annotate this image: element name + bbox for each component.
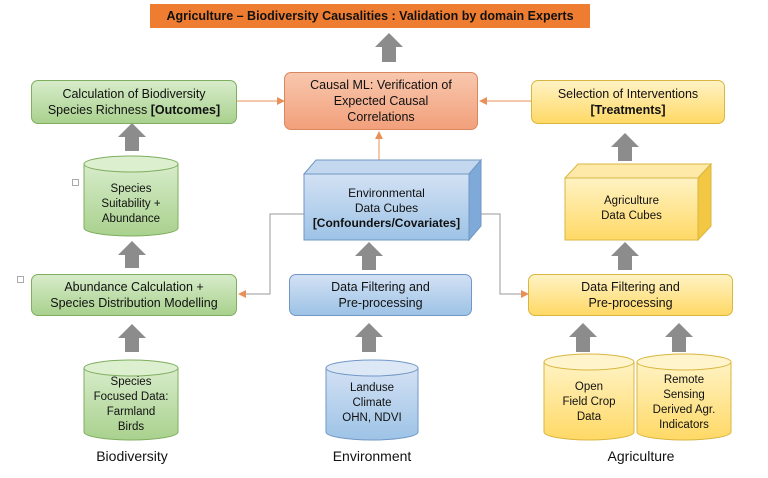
field-crop-line3: Data [576, 410, 602, 423]
env-data-line2: Climate [352, 396, 392, 409]
biodiversity-label: Biodiversity [96, 448, 168, 464]
env-filter-box: Data Filtering and Pre-processing [289, 274, 472, 316]
remote-line3: Derived Agr. [652, 404, 716, 416]
field-crop-line2: Field Crop [562, 395, 616, 408]
agr-filter-box: Data Filtering and Pre-processing [528, 274, 733, 316]
up-arrow-title [375, 33, 403, 62]
agr-cube-line1: Agriculture [604, 195, 659, 207]
field-crop-cylinder [543, 353, 635, 441]
field-crop-text: Open Field Crop Data [544, 376, 634, 428]
gray-connectors [238, 213, 529, 298]
remote-sensing-text: Remote Sensing Derived Agr. Indicators [637, 372, 731, 434]
species-data-line4: Birds [117, 421, 145, 433]
outcomes-line2: Species Richness [Outcomes] [48, 102, 220, 118]
environmental-data-cube [302, 158, 483, 242]
species-data-text: Species Focused Data: Farmland Birds [84, 374, 178, 436]
species-data-line1: Species [110, 376, 152, 388]
abundance-line2: Species Distribution Modelling [50, 296, 218, 310]
up-arrow-env-2 [355, 323, 383, 352]
up-arrow-agr-4 [665, 323, 693, 352]
outcomes-bold: [Outcomes] [150, 103, 221, 117]
agr-filter-line2: Pre-processing [588, 296, 673, 310]
treatments-line1: Selection of Interventions [557, 87, 699, 101]
agr-cube-line2: Data Cubes [601, 210, 662, 222]
env-cube-line2: Data Cubes [354, 200, 419, 215]
causal-ml-box: Causal ML: Verification of Expected Caus… [284, 72, 478, 130]
env-cube-line1: Environmental [348, 185, 425, 200]
remote-line2: Sensing [663, 389, 705, 401]
outcomes-line1: Calculation of Biodiversity [62, 87, 206, 101]
env-data-cylinder [325, 359, 419, 441]
suitability-text: Species Suitability + Abundance [84, 176, 178, 232]
environment-label: Environment [332, 448, 412, 464]
species-data-line2: Focused Data: [93, 391, 169, 403]
causal-ml-line2: Expected Causal [333, 94, 429, 108]
handle-square-2 [17, 276, 24, 283]
field-crop-line1: Open [574, 380, 604, 393]
env-cube-bold: [Confounders/Covariates] [312, 215, 461, 230]
treatments-box: Selection of Interventions [Treatments] [531, 80, 725, 124]
env-data-line1: Landuse [349, 381, 395, 394]
up-arrow-agr-2 [611, 242, 639, 270]
gray-up-arrows [118, 33, 693, 352]
suitability-line1: Species [110, 182, 152, 195]
treatments-bold: [Treatments] [590, 103, 666, 117]
agriculture-label: Agriculture [607, 448, 675, 464]
suitability-cylinder [83, 155, 179, 237]
up-arrow-bio-2 [118, 241, 146, 268]
up-arrow-agr-1 [611, 133, 639, 161]
agr-filter-line1: Data Filtering and [581, 280, 680, 294]
remote-line4: Indicators [659, 419, 709, 431]
env-data-text: Landuse Climate OHN, NDVI [326, 378, 418, 428]
remote-line1: Remote [663, 374, 705, 386]
remote-sensing-cylinder [636, 353, 732, 441]
up-arrow-bio-1 [118, 123, 146, 151]
up-arrow-bio-3 [118, 324, 146, 352]
agriculture-data-cube [563, 162, 713, 242]
env-data-line3: OHN, NDVI [342, 411, 402, 424]
handle-square-1 [72, 179, 79, 186]
abundance-line1: Abundance Calculation + [64, 280, 204, 294]
species-data-line3: Farmland [106, 406, 156, 418]
abundance-box: Abundance Calculation + Species Distribu… [31, 274, 237, 316]
connector-cube-to-agr-filter [479, 213, 529, 298]
env-filter-line1: Data Filtering and [331, 280, 430, 294]
connector-cube-to-abundance [238, 213, 304, 298]
causal-ml-line3: Correlations [347, 110, 415, 124]
page-title: Agriculture – Biodiversity Causalities :… [150, 4, 590, 28]
up-arrow-agr-3 [569, 323, 597, 352]
species-data-cylinder [83, 359, 179, 441]
connectors [237, 97, 531, 160]
up-arrow-env-1 [355, 242, 383, 270]
env-filter-line2: Pre-processing [338, 296, 423, 310]
env-cube-text: Environmental Data Cubes [Confounders/Co… [304, 180, 469, 236]
causal-ml-line1: Causal ML: Verification of [310, 78, 452, 92]
suitability-line3: Abundance [101, 212, 161, 225]
outcomes-line2-text: Species Richness [47, 103, 148, 117]
biodiversity-outcomes-box: Calculation of Biodiversity Species Rich… [31, 80, 237, 124]
suitability-line2: Suitability + [101, 197, 161, 210]
agr-cube-text: Agriculture Data Cubes [565, 184, 698, 234]
